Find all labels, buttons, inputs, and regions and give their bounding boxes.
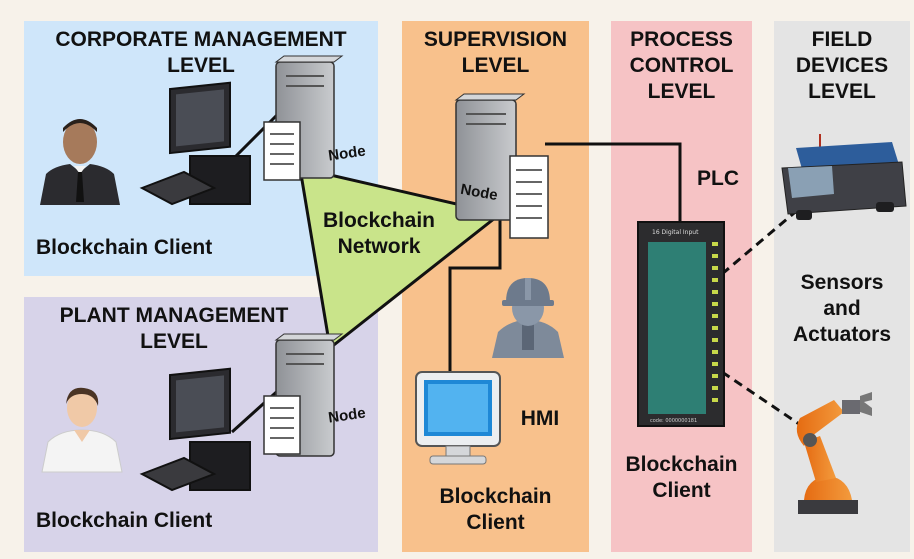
plc-label: PLC: [697, 167, 739, 190]
process-control-level-title: PROCESS CONTROL LEVEL: [629, 28, 734, 103]
plant-client-label: Blockchain Client: [36, 509, 213, 532]
corporate-level-title: CORPORATE MANAGEMENT LEVEL: [55, 28, 347, 77]
blockchain-network-label: Blockchain Network: [322, 209, 436, 258]
hmi-monitor-icon: [415, 371, 501, 465]
corporate-client-label: Blockchain Client: [36, 236, 213, 259]
blockchain-network-triangle: [298, 166, 504, 351]
robot-arm-icon: [796, 392, 872, 514]
plc-module-header: 16 Digital Input: [652, 229, 699, 236]
plc-module-code: code: 0000000181: [650, 418, 697, 424]
plc-module-icon: 16 Digital Input code: 0000000181: [637, 221, 725, 427]
supervision-level-title: SUPERVISION LEVEL: [423, 28, 568, 77]
node-server-icon: [263, 333, 344, 457]
desktop-computer-icon: [139, 367, 251, 492]
node-server-icon: [454, 93, 549, 239]
engineer-avatar-icon: [41, 387, 123, 473]
field-devices-level-title: FIELD DEVICES LEVEL: [795, 28, 889, 103]
sensors-actuators-label: Sensors and Actuators: [792, 271, 892, 346]
plant-level-title: PLANT MANAGEMENT LEVEL: [59, 304, 289, 353]
manager-avatar-icon: [40, 119, 120, 205]
field-devices-level-panel: [774, 21, 910, 552]
desktop-computer-icon: [139, 81, 251, 206]
field-links: [721, 206, 809, 432]
supervision-client-label: Blockchain Client: [439, 485, 552, 534]
mobile-robot-icon: [781, 134, 907, 220]
node-server-icon: [263, 55, 344, 181]
hmi-label: HMI: [520, 407, 560, 430]
operator-hardhat-icon: [492, 278, 564, 358]
plc-client-label: Blockchain Client: [625, 453, 738, 502]
